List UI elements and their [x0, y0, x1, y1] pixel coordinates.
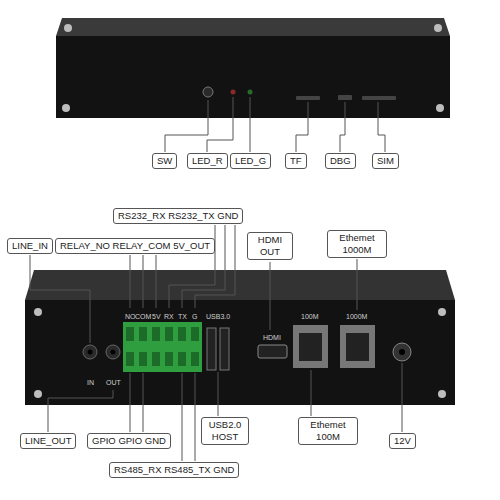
callout-box: Ethemet 100M [298, 417, 358, 445]
callout-box: RELAY_NO RELAY_COM 5V_OUT [55, 238, 215, 254]
callout-box: LINE_OUT [20, 433, 76, 449]
callout-text: TF [290, 155, 302, 167]
callout-text: SIM [377, 155, 394, 167]
callout-box: LINE_IN [7, 238, 53, 254]
callout-box: LED_G [230, 153, 271, 169]
port-label: 5V [152, 313, 161, 320]
callout-text: HDMI OUT [252, 234, 288, 258]
callout-text: SW [157, 155, 172, 167]
port-label: USB3.0 [206, 313, 230, 320]
callout-box: SIM [372, 153, 399, 169]
callout-text: RS232_RX RS232_TX GND [118, 210, 238, 222]
port-label: HDMI [263, 334, 281, 341]
callout-box: Ethemet 1000M [327, 230, 387, 258]
port-label: RX [164, 313, 174, 320]
callout-box: GPIO GPIO GND [87, 433, 171, 449]
callout-text: LED_R [192, 155, 223, 167]
port-label: OUT [106, 379, 121, 386]
callout-box: 12V [389, 433, 416, 449]
callout-box: LED_R [187, 153, 228, 169]
callout-text: Ethemet 100M [303, 419, 353, 443]
callout-text: 12V [394, 435, 411, 447]
port-label: IN [87, 379, 94, 386]
port-label: NO [125, 313, 136, 320]
callout-text: LINE_OUT [25, 435, 71, 447]
callout-text: LED_G [235, 155, 266, 167]
callout-box: HDMI OUT [247, 232, 293, 260]
callout-box: USB2.0 HOST [201, 417, 249, 445]
port-label: COM [135, 313, 151, 320]
callout-text: DBG [330, 155, 351, 167]
port-label: 100M [301, 313, 319, 320]
callout-text: LINE_IN [12, 240, 48, 252]
callout-text: RS485_RX RS485_TX GND [114, 464, 234, 476]
port-label: TX [178, 313, 187, 320]
callout-text: GPIO GPIO GND [92, 435, 166, 447]
callout-text: USB2.0 HOST [206, 419, 244, 443]
callout-box: RS232_RX RS232_TX GND [113, 208, 243, 224]
port-label: G [192, 313, 197, 320]
callout-text: RELAY_NO RELAY_COM 5V_OUT [60, 240, 210, 252]
callout-box: SW [152, 153, 177, 169]
callout-box: TF [285, 153, 307, 169]
port-label: 1000M [346, 313, 367, 320]
callout-box: DBG [325, 153, 356, 169]
callout-text: Ethemet 1000M [332, 232, 382, 256]
callout-box: RS485_RX RS485_TX GND [109, 462, 239, 478]
